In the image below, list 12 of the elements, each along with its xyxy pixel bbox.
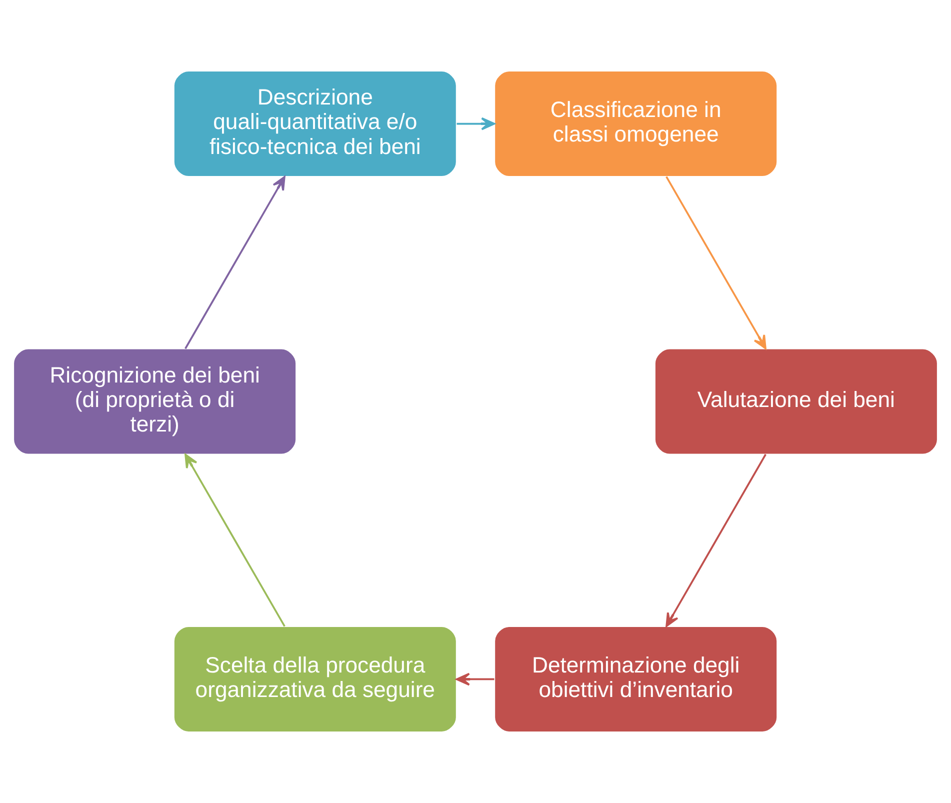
node-box: Descrizione quali-quantitativa e/o fisico-tecnica dei beni xyxy=(173,70,458,178)
arrow xyxy=(666,176,766,350)
arrow xyxy=(184,176,286,350)
node-box: Determinazione degli obiettivi d’inventario xyxy=(494,626,778,733)
node-box: Classificazione in classi omogenee xyxy=(494,70,778,178)
node-box: Scelta della procedura organizzativa da seguire xyxy=(173,626,458,733)
arrow xyxy=(456,672,494,686)
arrow xyxy=(184,454,286,627)
arrow xyxy=(456,117,496,130)
arrow xyxy=(666,454,766,627)
node-box: Ricognizione dei beni (di proprietà o di terzi) xyxy=(12,348,297,455)
node-box: Valutazione dei beni xyxy=(654,348,938,455)
